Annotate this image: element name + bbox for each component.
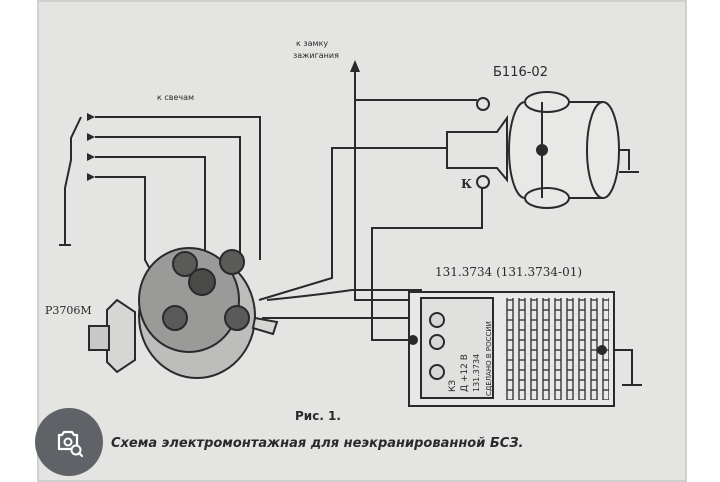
label-switch-line1: к замку	[296, 39, 328, 48]
lens-search-icon	[57, 430, 84, 458]
commutator-text-model: 131.3734	[472, 354, 481, 392]
wires	[258, 64, 642, 386]
ignition-coil	[446, 91, 620, 209]
diagram-photo: к замку зажигания к свечам Б116-02 К P37…	[37, 0, 687, 482]
commutator-text-power: Д +12 В	[460, 354, 470, 392]
label-commutator: 131.3734 (131.3734-01)	[435, 265, 582, 279]
lens-search-button[interactable]	[35, 408, 103, 476]
commutator-text-kz: КЗ	[448, 380, 458, 392]
label-coil: Б116-02	[493, 65, 548, 80]
label-switch-line2: зажигания	[293, 51, 339, 60]
label-plugs: к свечам	[157, 93, 194, 102]
label-coil-terminal: К	[461, 177, 472, 191]
switch-arrow	[350, 60, 360, 72]
distributor	[88, 247, 279, 379]
commutator	[408, 291, 615, 407]
wiring-diagram: к замку зажигания к свечам Б116-02 К P37…	[37, 0, 687, 482]
label-distributor: P3706M	[45, 304, 92, 317]
figure-number: Рис. 1.	[295, 409, 341, 423]
spark-plug-leads	[59, 116, 261, 301]
figure-caption: Схема электромонтажная для неэкранирован…	[111, 436, 524, 451]
commutator-text-origin: СДЕЛАНО В РОССИИ	[485, 321, 493, 396]
plug-arrows	[87, 113, 95, 181]
